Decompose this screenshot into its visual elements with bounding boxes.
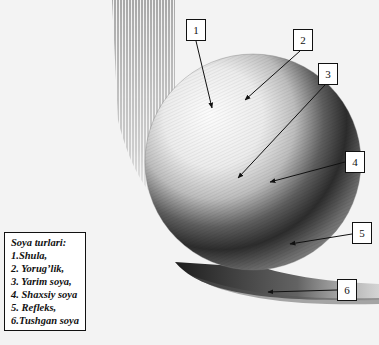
leader-line	[270, 162, 345, 182]
callout-box: 3	[318, 63, 338, 85]
callout-number: 6	[344, 284, 350, 296]
leader-line	[290, 234, 352, 244]
leader-line	[268, 290, 337, 292]
legend-item: 6.Tushgan soya	[11, 314, 79, 327]
callout-box: 5	[352, 222, 372, 244]
sphere-outline	[145, 54, 361, 270]
leader-line	[238, 85, 325, 178]
callout-number: 4	[352, 156, 358, 168]
legend-item: 3. Yarim soya,	[11, 275, 79, 288]
callout-box: 4	[345, 151, 365, 173]
leader-line	[196, 41, 212, 108]
callout-number: 1	[193, 24, 199, 36]
callout-box: 6	[337, 279, 357, 301]
legend-box: Soya turlari:1.Shula,2. Yorug’lik,3. Yar…	[4, 232, 86, 331]
legend-item: 5. Refleks,	[11, 301, 79, 314]
callout-number: 2	[300, 34, 306, 46]
leader-line	[245, 51, 300, 100]
cast-shadow-edge	[190, 275, 379, 304]
callout-box: 2	[293, 29, 313, 51]
leader-lines	[196, 41, 352, 292]
legend-item: 2. Yorug’lik,	[11, 262, 79, 275]
callout-number: 5	[359, 227, 365, 239]
legend-item: 1.Shula,	[11, 249, 79, 262]
legend-item: 4. Shaxsiy soya	[11, 288, 79, 301]
sphere-hatching	[140, 50, 370, 280]
callout-number: 3	[325, 68, 331, 80]
legend-heading: Soya turlari:	[11, 236, 79, 249]
callout-box: 1	[186, 19, 206, 41]
